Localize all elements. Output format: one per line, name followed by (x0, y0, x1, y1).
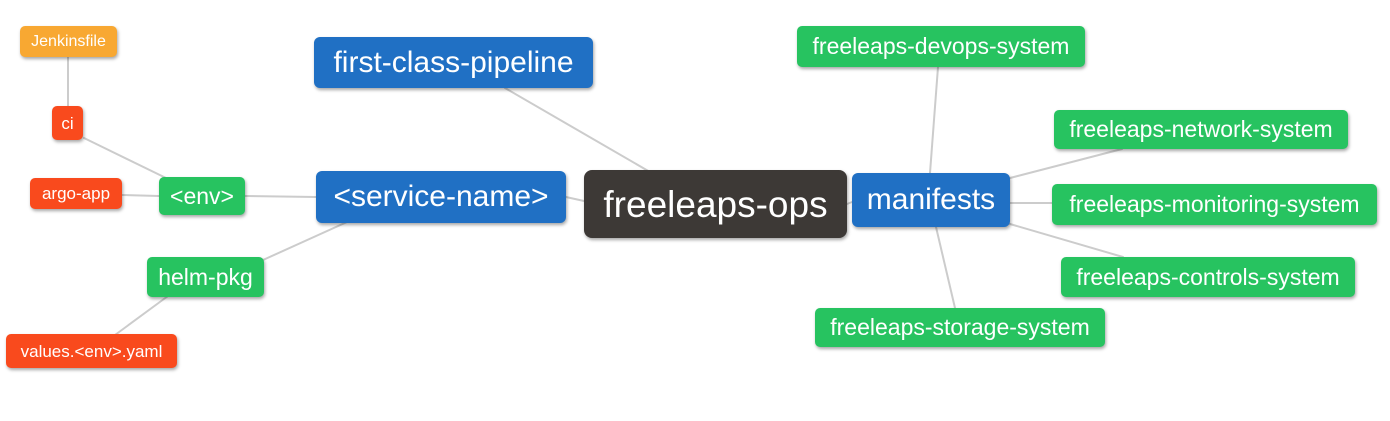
node-argo-app[interactable]: argo-app (30, 178, 122, 209)
node-ci[interactable]: ci (52, 106, 83, 140)
node-manifests[interactable]: manifests (852, 173, 1010, 227)
node-values-env-yaml-label: values.<env>.yaml (20, 341, 163, 361)
node-freeleaps-controls-system-label: freeleaps-controls-system (1076, 263, 1340, 290)
node-argo-app-label: argo-app (41, 184, 111, 203)
node-first-class-pipeline-label: first-class-pipeline (333, 45, 574, 79)
edge-service-name-root (565, 196, 585, 202)
node-freeleaps-storage-system[interactable]: freeleaps-storage-system (815, 308, 1105, 347)
node-service-name-label: <service-name> (333, 180, 549, 213)
node-freeleaps-devops-system[interactable]: freeleaps-devops-system (797, 26, 1085, 67)
node-freeleaps-ops-root[interactable]: freeleaps-ops (584, 170, 847, 238)
node-freeleaps-monitoring-system-label: freeleaps-monitoring-system (1069, 191, 1360, 217)
edge-manifests-storage (935, 226, 956, 309)
node-env[interactable]: <env> (159, 177, 245, 215)
node-env-label: <env> (170, 182, 234, 209)
node-service-name[interactable]: <service-name> (316, 171, 566, 223)
node-helm-pkg-label: helm-pkg (158, 263, 253, 290)
edge-first-class-pipeline-root (504, 87, 651, 173)
node-freeleaps-network-system[interactable]: freeleaps-network-system (1054, 110, 1348, 149)
node-freeleaps-controls-system[interactable]: freeleaps-controls-system (1061, 257, 1355, 297)
node-ci-label: ci (61, 113, 74, 133)
edge-env-service-name (244, 195, 317, 198)
node-freeleaps-ops-label: freeleaps-ops (603, 183, 828, 225)
node-freeleaps-storage-system-label: freeleaps-storage-system (830, 314, 1090, 340)
node-freeleaps-devops-system-label: freeleaps-devops-system (812, 33, 1070, 59)
node-values-env-yaml[interactable]: values.<env>.yaml (6, 334, 177, 368)
edge-manifests-controls (1009, 223, 1124, 258)
edge-manifests-network (1009, 148, 1123, 179)
node-manifests-label: manifests (866, 183, 996, 216)
edge-values-helm-pkg (114, 295, 169, 336)
edge-argo-app-env (121, 194, 160, 197)
node-first-class-pipeline[interactable]: first-class-pipeline (314, 37, 593, 88)
node-jenkinsfile-label: Jenkinsfile (31, 32, 106, 50)
node-freeleaps-monitoring-system[interactable]: freeleaps-monitoring-system (1052, 184, 1377, 225)
node-helm-pkg[interactable]: helm-pkg (147, 257, 264, 297)
edge-helm-pkg-service-name (262, 221, 348, 261)
node-freeleaps-network-system-label: freeleaps-network-system (1069, 116, 1333, 142)
node-jenkinsfile[interactable]: Jenkinsfile (20, 26, 117, 57)
edge-ci-env (83, 137, 167, 179)
edge-manifests-devops (929, 66, 939, 174)
edge-root-manifests (846, 201, 853, 205)
